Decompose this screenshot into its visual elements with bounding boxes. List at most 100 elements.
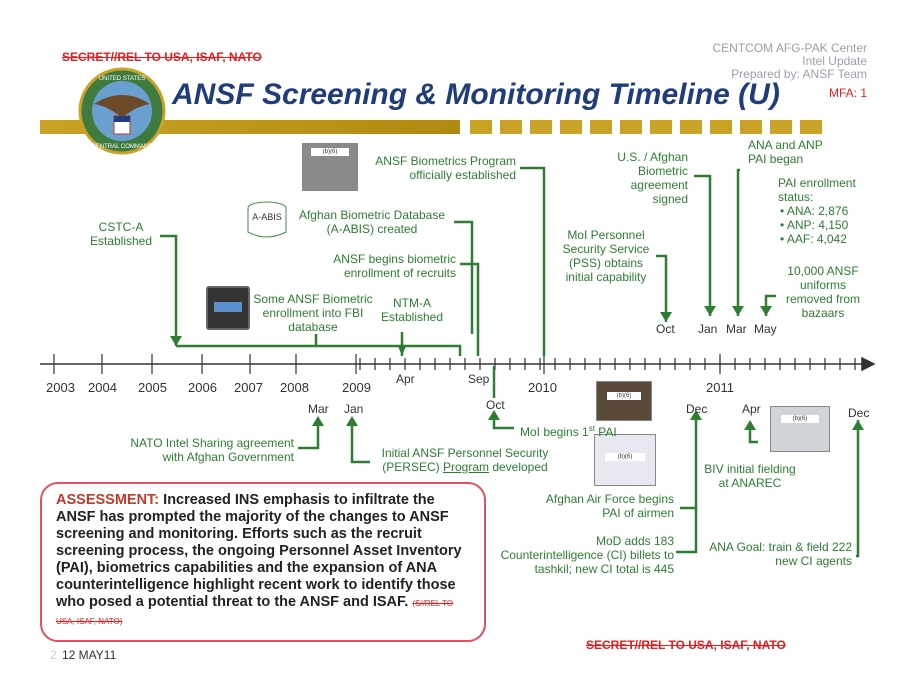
month-label: Mar [308,402,329,416]
year-label: 2010 [528,380,557,395]
month-label: Dec [686,402,708,416]
arrowhead [744,420,756,430]
arrowhead [488,410,500,420]
arrowhead [852,420,864,430]
assessment-text: Increased INS emphasis to infiltrate the… [56,492,462,610]
year-label: 2011 [706,380,734,395]
year-label: 2003 [46,380,75,395]
arrowhead [704,306,716,316]
redaction-label: (b)(6) [311,148,349,156]
year-label: 2005 [138,380,167,395]
connector-usafghan [694,174,712,316]
connector-aaf [680,414,698,510]
arrowhead [732,306,744,316]
biometric-kit-image [206,286,250,330]
event-persec-text: Initial ANSF Personnel Security (PERSEC) [381,446,549,474]
connector-aabis [454,220,474,334]
event-usafghan: U.S. / Afghan Biometric agreement signed [617,150,688,206]
month-label: May [754,322,777,336]
connector-pai [736,168,740,316]
month-label: Mar [726,322,747,336]
redaction-label: (b)(6) [781,415,819,423]
centcom-seal: UNITED STATES CENTRAL COMMAND [78,67,166,155]
connector-mod [676,508,698,554]
connector-anagoal [856,420,860,558]
event-persec-program: Program [442,460,489,474]
event-persec-text: developed [488,460,548,474]
event-biomprog: ANSF Biometrics Program officially estab… [375,154,516,182]
mfa-label: MFA: 1 [828,86,867,100]
pai-status-item: • ANP: 4,150 [780,218,849,232]
arrowhead [398,346,406,356]
event-anagoal: ANA Goal: train & field 222 new CI agent… [709,540,852,568]
pai-status-item: • AAF: 4,042 [780,232,847,246]
month-label: Sep [468,372,490,386]
year-label: 2009 [342,380,371,395]
year-label: 2004 [88,380,117,395]
year-label: 2008 [280,380,309,395]
photo-redacted-4: (b)(6) [770,406,830,452]
assessment-label: ASSESSMENT: [56,492,160,508]
photo-redacted-1: (b)(6) [302,143,358,191]
year-label: 2006 [188,380,217,395]
connector-fbi-range [176,344,462,356]
month-label: Oct [486,398,505,412]
event-aabis: Afghan Biometric Database (A-ABIS) creat… [298,208,446,236]
event-pai: ANA and ANP PAI began [748,138,823,166]
slide-date: 12 MAY11 [62,648,117,662]
month-label: Jan [344,402,364,416]
event-pss: MoI Personnel Security Service (PSS) obt… [562,228,650,284]
event-biv: BIV initial fielding at ANAREC [704,462,796,490]
year-label: 2007 [234,380,263,395]
pai-status: PAI enrollment status: • ANA: 2,876 • AN… [778,176,878,246]
event-persec: Initial ANSF Personnel Security (PERSEC)… [372,446,558,474]
page-title: ANSF Screening & Monitoring Timeline (U) [172,78,780,111]
month-label: Oct [656,322,675,336]
redaction-label: (b)(6) [605,453,645,461]
event-moi-sup: st [588,424,595,433]
photo-redacted-3: (b)(6) [594,434,656,486]
event-moi-text: MoI begins 1 [520,425,589,439]
arrowhead [690,410,702,420]
connector-pss [656,254,668,322]
pai-status-item: • ANA: 2,876 [780,204,849,218]
event-moi: MoI begins 1st PAI [520,422,617,439]
header-source-line: Intel Update [802,54,867,68]
event-ntm: NTM-A Established [380,296,444,324]
seal-text-bottom: CENTRAL COMMAND [91,144,153,150]
event-moi-text: PAI [594,425,617,439]
event-mod: MoD adds 183 Counterintelligence (CI) bi… [500,534,674,576]
month-label: Dec [848,406,870,420]
event-aaf: Afghan Air Force begins PAI of airmen [545,492,674,520]
event-fbi: Some ANSF Biometric enrollment into FBI … [253,292,373,334]
connector-cstc [160,234,178,346]
connector-biomprog [520,166,546,356]
header-source-line: CENTCOM AFG-PAK Center [712,41,867,55]
month-label: Apr [396,372,415,386]
connector-persec [350,420,370,464]
seal-text-top: UNITED STATES [99,76,145,82]
database-icon-label: A-ABIS [252,212,282,222]
arrowhead [760,306,772,316]
assessment-box: ASSESSMENT: Increased INS emphasis to in… [40,482,486,642]
photo-redacted-2: (b)(6) [596,381,652,421]
classification-banner-bottom: SECRET//REL TO USA, ISAF, NATO [586,638,786,652]
arrowhead [660,312,672,322]
event-nato: NATO Intel Sharing agreement with Afghan… [130,436,294,464]
arrowhead [346,416,358,426]
database-icon [247,201,287,238]
month-label: Jan [698,322,718,336]
classification-banner-top: SECRET//REL TO USA, ISAF, NATO [62,50,262,64]
header-source: CENTCOM AFG-PAK Center Intel Update Prep… [713,42,867,81]
redaction-label: (b)(6) [607,392,641,400]
pai-status-title: PAI enrollment status: [778,176,856,204]
arrowhead [170,336,182,346]
page-number: 2 [50,648,57,662]
arrowhead [312,416,324,426]
event-recruits: ANSF begins biometric enrollment of recr… [333,252,456,280]
event-cstc: CSTC-A Established [89,220,153,248]
header-source-line: Prepared by: ANSF Team [731,67,867,81]
connector-recruits [460,262,480,356]
event-uniforms: 10,000 ANSF uniforms removed from bazaar… [785,264,861,320]
